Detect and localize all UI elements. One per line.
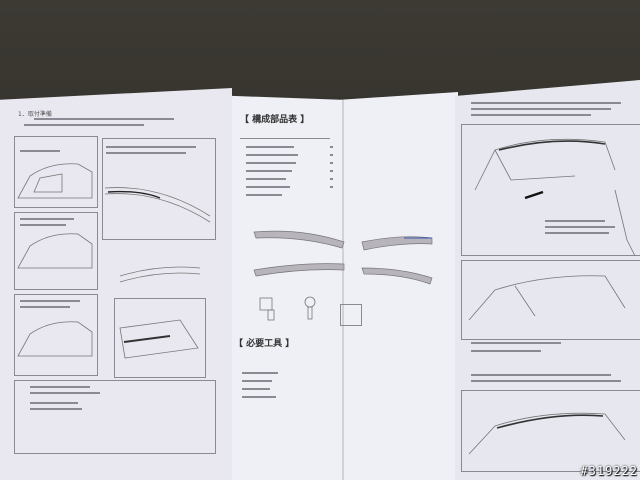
parts-list-panel: 【 構成部品表 】 【 必要工具 】 — [232, 92, 458, 480]
step-box-9 — [461, 390, 640, 472]
part-drawing-box — [340, 304, 362, 326]
watermark-id: #319222 — [580, 464, 638, 478]
step-box-2 — [102, 138, 216, 240]
step-box-4 — [14, 294, 98, 376]
left-panel-drawings — [17, 118, 211, 410]
parts-drawings — [240, 138, 433, 398]
parts-heading: 【 構成部品表 】 — [240, 115, 310, 125]
step-box-7 — [461, 124, 640, 256]
tools-heading: 【 必要工具 】 — [234, 339, 295, 349]
step-box-6 — [14, 380, 216, 454]
right-panel-drawings — [468, 102, 636, 455]
section-heading: 1．取付準備 — [18, 111, 52, 118]
instruction-panel-right — [455, 80, 640, 480]
step-box-5 — [114, 298, 206, 378]
step-box-1 — [14, 136, 98, 208]
step-box-3 — [14, 212, 98, 290]
paper-fold — [342, 92, 344, 480]
step-box-8 — [461, 260, 640, 340]
instruction-panel-left: 1．取付準備 — [0, 88, 232, 480]
